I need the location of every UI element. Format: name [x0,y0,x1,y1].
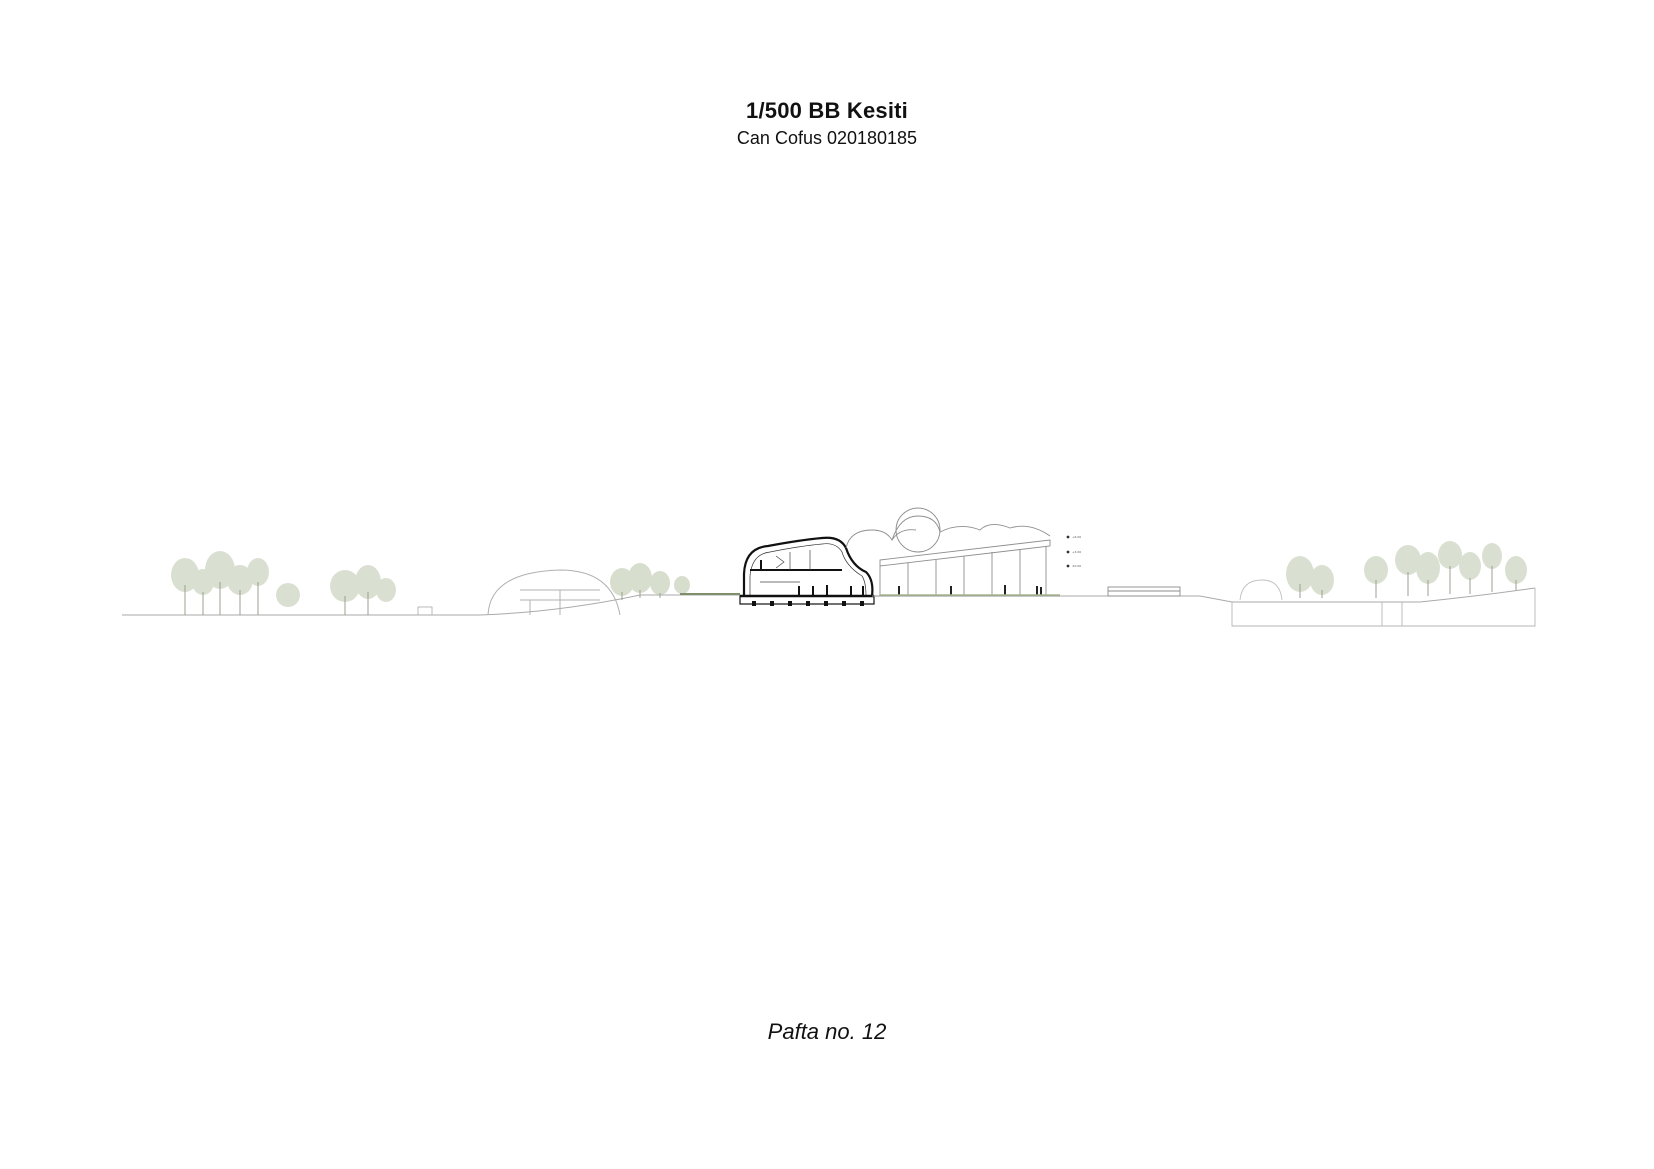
right-tree-trunks [1299,566,1517,598]
pavilion-elevation [845,507,1060,597]
low-building-right [1107,586,1181,597]
center-left-trees [610,563,690,596]
interior-lines [760,550,811,583]
pavilion-people [898,585,1042,595]
level-label-top: +6.00 [1072,535,1081,539]
center-left-trunks [621,590,661,600]
level-label-ground: ±0.00 [1072,564,1081,568]
main-building-section [739,536,875,606]
people-figures [760,560,864,595]
left-tree-cluster [171,551,396,607]
ground-line-left [122,594,740,616]
level-markers: +6.00 +3.00 ±0.00 [1066,535,1081,568]
level-label-mid: +3.00 [1072,550,1081,554]
roof-shell [742,536,874,597]
right-tree-cluster [1286,541,1527,595]
left-pavilion [487,569,621,616]
dome-sphere [895,507,941,553]
right-basement [1231,588,1536,627]
small-shed [417,606,433,616]
left-tree-trunks [184,582,369,615]
section-drawing: +6.00 +3.00 ±0.00 [122,507,1536,627]
right-dome [1239,579,1283,601]
author-line: Can Cofus 020180185 [736,128,918,148]
foundation-piles [752,601,864,606]
ground-line-right [880,587,1536,603]
sheet-number: Pafta no. 12 [767,1019,887,1044]
sheet-title: 1/500 BB Kesiti [746,98,908,123]
